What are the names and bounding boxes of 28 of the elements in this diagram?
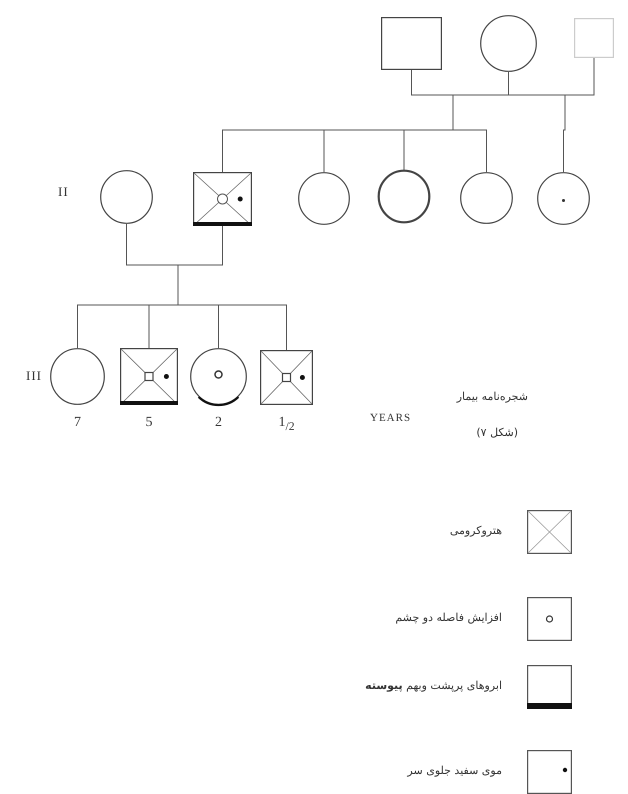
generation-label: II bbox=[58, 184, 69, 200]
age-label: 1$_{/2}$ bbox=[277, 415, 296, 433]
figure-title: شجره‌نامه بیمار bbox=[456, 390, 528, 403]
female-symbol bbox=[460, 172, 513, 224]
age-label: 2 bbox=[214, 415, 223, 431]
male-symbol bbox=[574, 18, 614, 58]
female-symbol bbox=[190, 348, 247, 405]
generation-label: III bbox=[26, 368, 42, 384]
female-symbol bbox=[50, 348, 105, 405]
male-symbol bbox=[260, 350, 313, 405]
legend-label: ابروهای پرپشت وبهم پیوسته bbox=[365, 679, 502, 692]
female-symbol bbox=[537, 172, 590, 225]
female-symbol bbox=[298, 172, 350, 225]
male-symbol bbox=[381, 17, 442, 70]
male-symbol bbox=[193, 172, 252, 226]
age-label: 5 bbox=[144, 415, 154, 431]
pedigree-line bbox=[178, 226, 287, 350]
legend-label: هتروکرومی bbox=[450, 524, 502, 537]
female-symbol bbox=[100, 170, 153, 224]
legend-label: موی سفید جلوی سر bbox=[407, 764, 502, 777]
legend-label: افزایش فاصله دو چشم bbox=[395, 611, 502, 624]
unit-label: YEARS bbox=[370, 412, 412, 424]
figure-caption: (شکل ۷) bbox=[476, 426, 518, 439]
pedigree-line bbox=[563, 58, 594, 172]
female-symbol bbox=[480, 15, 537, 72]
female-symbol bbox=[378, 170, 430, 223]
male-symbol bbox=[120, 348, 178, 405]
age-label: 7 bbox=[73, 415, 82, 431]
